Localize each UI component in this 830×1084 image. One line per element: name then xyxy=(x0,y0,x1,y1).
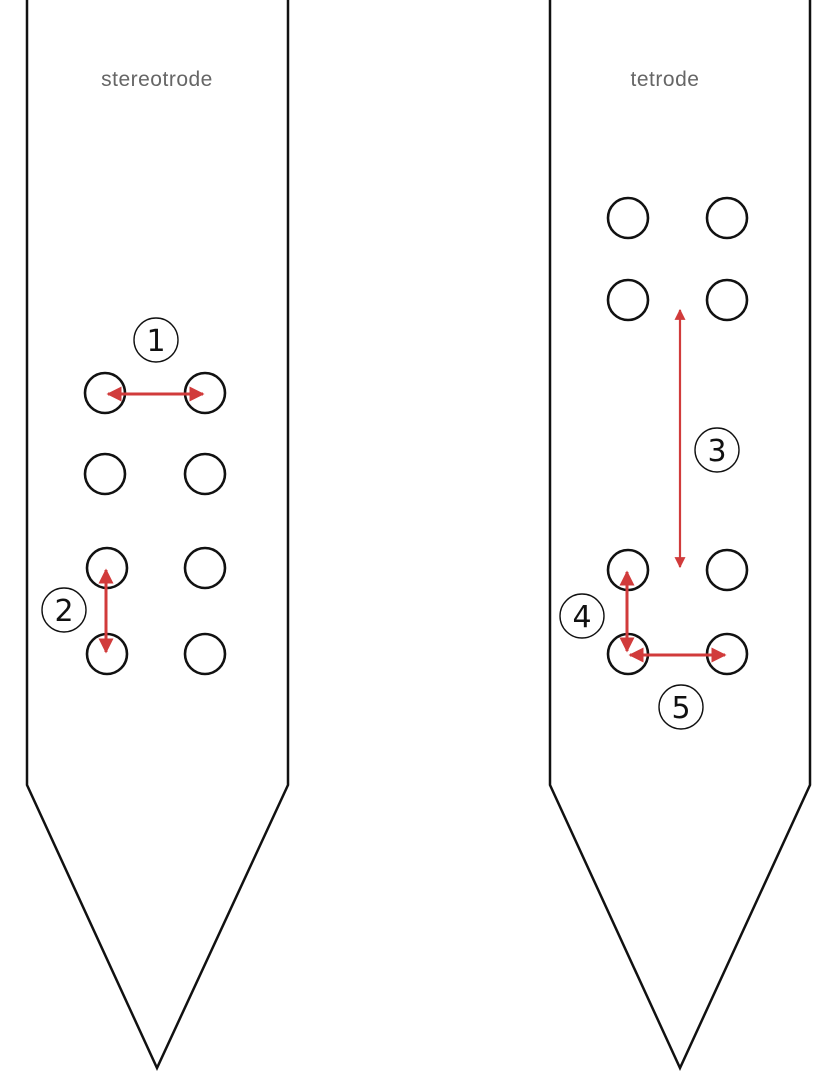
tetrode-shank-outline xyxy=(548,0,812,1071)
recording-site xyxy=(183,452,227,496)
recording-site xyxy=(83,452,127,496)
recording-site xyxy=(705,548,749,592)
distance-marker-5-label: 5 xyxy=(671,691,690,726)
tetrode-label: tetrode xyxy=(631,68,700,91)
distance-marker-3-label: 3 xyxy=(707,434,726,469)
recording-site xyxy=(183,546,227,590)
stereotrode-shank-outline xyxy=(25,0,290,1071)
stereotrode-recording-sites xyxy=(83,371,227,676)
tetrode-recording-sites xyxy=(606,196,749,676)
distance-marker-2-label: 2 xyxy=(54,594,73,629)
recording-site xyxy=(705,196,749,240)
distance-marker-2: 2 xyxy=(41,587,87,633)
distance-marker-1-label: 1 xyxy=(146,324,165,359)
distance-marker-1: 1 xyxy=(133,317,179,363)
recording-site xyxy=(606,278,650,322)
distance-marker-4: 4 xyxy=(559,593,605,639)
distance-marker-4-label: 4 xyxy=(572,600,591,635)
tetrode-shank: tetrode 3 4 5 xyxy=(548,0,812,1071)
distance-marker-5: 5 xyxy=(658,684,704,730)
stereotrode-shank: stereotrode 1 2 xyxy=(25,0,290,1071)
distance-marker-3: 3 xyxy=(694,427,740,473)
recording-site xyxy=(606,196,650,240)
stereotrode-label: stereotrode xyxy=(101,68,213,91)
recording-site xyxy=(705,278,749,322)
recording-site xyxy=(183,632,227,676)
